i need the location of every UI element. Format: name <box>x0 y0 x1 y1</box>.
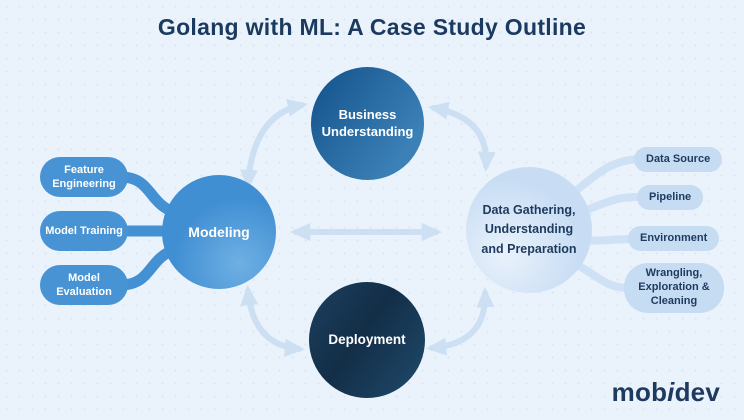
node-label: Deployment <box>328 332 406 348</box>
mobidev-logo: mobidev <box>612 377 720 408</box>
pill-label: Feature Engineering <box>52 163 116 190</box>
pill-pipeline: Pipeline <box>637 185 704 210</box>
node-modeling: Modeling <box>162 175 276 289</box>
pill-label: Model Training <box>45 224 123 237</box>
arrow-modeling-business <box>240 99 308 191</box>
page-title: Golang with ML: A Case Study Outline <box>157 14 587 40</box>
pill-feature-engineering: Feature Engineering <box>40 157 128 197</box>
node-label: Business Understanding <box>321 106 414 139</box>
pill-label: Model Evaluation <box>56 271 112 298</box>
node-data-gathering: Data Gathering, Understanding and Prepar… <box>466 167 592 293</box>
pill-model-evaluation: Model Evaluation <box>40 265 128 305</box>
pill-data-source: Data Source <box>634 147 723 172</box>
node-deployment: Deployment <box>309 282 425 398</box>
node-business-understanding: Business Understanding <box>311 67 424 180</box>
arrow-modeling-deployment <box>240 284 306 357</box>
pill-label: Environment <box>640 231 708 244</box>
arrow-deployment-data <box>425 286 495 356</box>
pill-label: Data Source <box>646 152 711 165</box>
pill-label: Wrangling, Exploration & Cleaning <box>638 267 710 307</box>
pill-model-training: Model Training <box>40 211 128 251</box>
node-label: Data Gathering, Understanding and Prepar… <box>481 202 577 256</box>
logo-text-accent: i <box>667 377 675 407</box>
logo-text: mob <box>611 377 668 407</box>
pill-label: Pipeline <box>649 190 692 203</box>
logo-text: dev <box>674 377 720 407</box>
pill-environment: Environment <box>628 226 720 251</box>
node-label: Modeling <box>188 223 250 240</box>
arrow-business-data <box>427 101 496 173</box>
pill-wrangling-exploration-cleaning: Wrangling, Exploration & Cleaning <box>624 263 724 313</box>
